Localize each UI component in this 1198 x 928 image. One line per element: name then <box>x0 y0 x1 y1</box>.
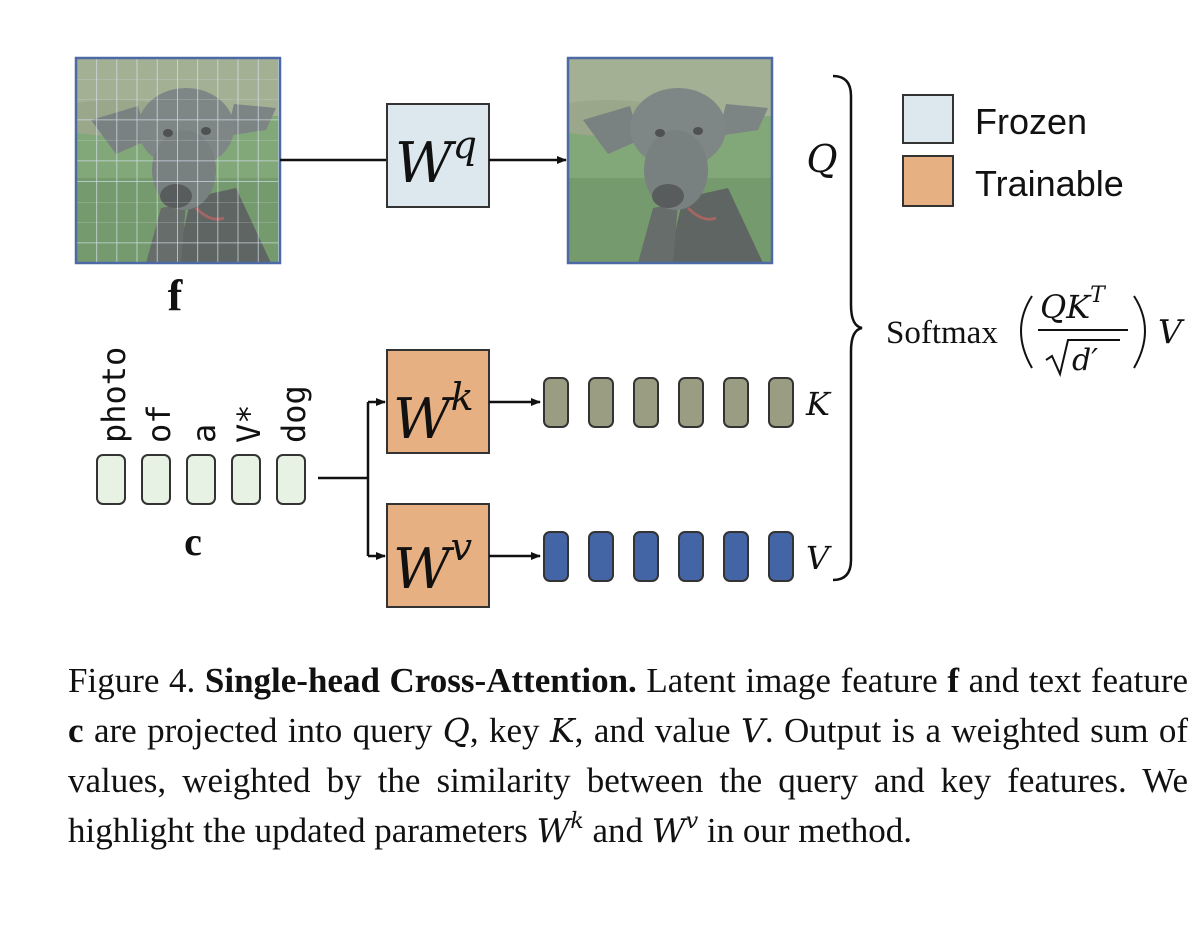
caption-wv-sup: v <box>685 809 699 834</box>
caption-text: , key <box>469 711 540 750</box>
token-photo-label: photo <box>95 347 133 443</box>
legend-trainable-label: Trainable <box>975 163 1124 204</box>
value-tokens <box>543 531 794 582</box>
c-connectors <box>318 398 386 560</box>
token-vstar-box <box>231 454 261 505</box>
formula-denominator: d′ <box>1072 343 1098 378</box>
wq-base: W <box>395 131 457 196</box>
key-token <box>543 377 569 428</box>
wk-base: W <box>393 387 455 452</box>
formula-trailing-v: V <box>1158 312 1185 351</box>
formula-numerator-sup: T <box>1090 283 1107 308</box>
svg-text:QKT: QKT <box>1040 283 1107 326</box>
caption-wk-sup: k <box>570 809 584 834</box>
wv-sup: v <box>451 525 473 569</box>
caption-wk: W <box>536 811 571 850</box>
query-output-border <box>566 56 774 265</box>
token-vstar-label: V* <box>230 404 268 443</box>
token-of: of <box>140 404 178 505</box>
wq-box: Wq <box>386 103 490 208</box>
legend-frozen-label: Frozen <box>975 101 1087 142</box>
softmax-formula: Softmax QKT d′ V <box>886 283 1185 378</box>
left-paren <box>1020 295 1033 369</box>
caption-v: V <box>741 711 765 750</box>
caption-f: f <box>947 661 959 700</box>
softmax-word: Softmax <box>886 315 998 351</box>
caption-q: Q <box>442 711 470 750</box>
image-feature-label: f <box>168 271 184 320</box>
value-token <box>678 531 704 582</box>
caption-text: . Output is a weighted sum of values, we… <box>68 711 1189 850</box>
key-token <box>588 377 614 428</box>
wk-sup: k <box>451 375 474 419</box>
value-token <box>543 531 569 582</box>
right-paren <box>1133 295 1146 369</box>
caption-k: K <box>549 711 575 750</box>
token-photo: photo <box>95 347 133 505</box>
legend-trainable-swatch <box>902 155 954 207</box>
right-brace <box>832 74 863 582</box>
query-output-image <box>568 58 772 263</box>
key-token <box>723 377 749 428</box>
wv-base: W <box>393 537 455 602</box>
token-dog-label: dog <box>275 385 313 443</box>
key-token <box>768 377 794 428</box>
token-a-box <box>186 454 216 505</box>
token-dog: dog <box>275 385 313 505</box>
svg-text:Wv: Wv <box>393 525 473 602</box>
svg-text:Wq: Wq <box>395 123 477 196</box>
formula-numerator: QK <box>1040 288 1092 326</box>
key-token <box>633 377 659 428</box>
key-token <box>678 377 704 428</box>
token-of-box <box>141 454 171 505</box>
caption-text: , and value <box>574 711 731 750</box>
image-feature-f <box>76 58 280 263</box>
caption-title: Single-head Cross-Attention. <box>204 661 637 700</box>
legend-frozen-swatch <box>902 94 954 144</box>
wk-box: Wk <box>386 349 490 454</box>
wv-box: Wv <box>386 503 490 608</box>
token-photo-box <box>96 454 126 505</box>
value-token <box>768 531 794 582</box>
token-dog-box <box>276 454 306 505</box>
caption-c: c <box>68 711 84 750</box>
caption-text: and text feature <box>968 661 1189 700</box>
legend: Frozen Trainable <box>902 94 1124 207</box>
value-token <box>588 531 614 582</box>
text-tokens: photo of a V* dog <box>95 347 313 505</box>
wq-sup: q <box>453 123 477 167</box>
q-label: Q <box>806 137 837 181</box>
key-tokens <box>543 377 794 428</box>
caption-text: and <box>592 811 644 850</box>
caption-text: Latent image feature <box>646 661 938 700</box>
token-of-label: of <box>140 404 178 443</box>
figure-caption: Figure 4. Single-head Cross-Attention. L… <box>68 656 1188 856</box>
k-label: K <box>805 385 832 423</box>
v-label: V <box>806 539 832 577</box>
svg-text:Wk: Wk <box>393 375 474 452</box>
sqrt-sign <box>1045 339 1120 378</box>
caption-text: in our method. <box>706 811 913 850</box>
text-feature-label: c <box>184 519 202 564</box>
value-token <box>633 531 659 582</box>
value-token <box>723 531 749 582</box>
caption-wv: W <box>651 811 686 850</box>
caption-figure-label: Figure 4. <box>68 661 196 700</box>
token-a: a <box>185 424 223 505</box>
token-vstar: V* <box>230 404 268 505</box>
caption-text: are projected into query <box>93 711 433 750</box>
token-a-label: a <box>185 424 223 443</box>
